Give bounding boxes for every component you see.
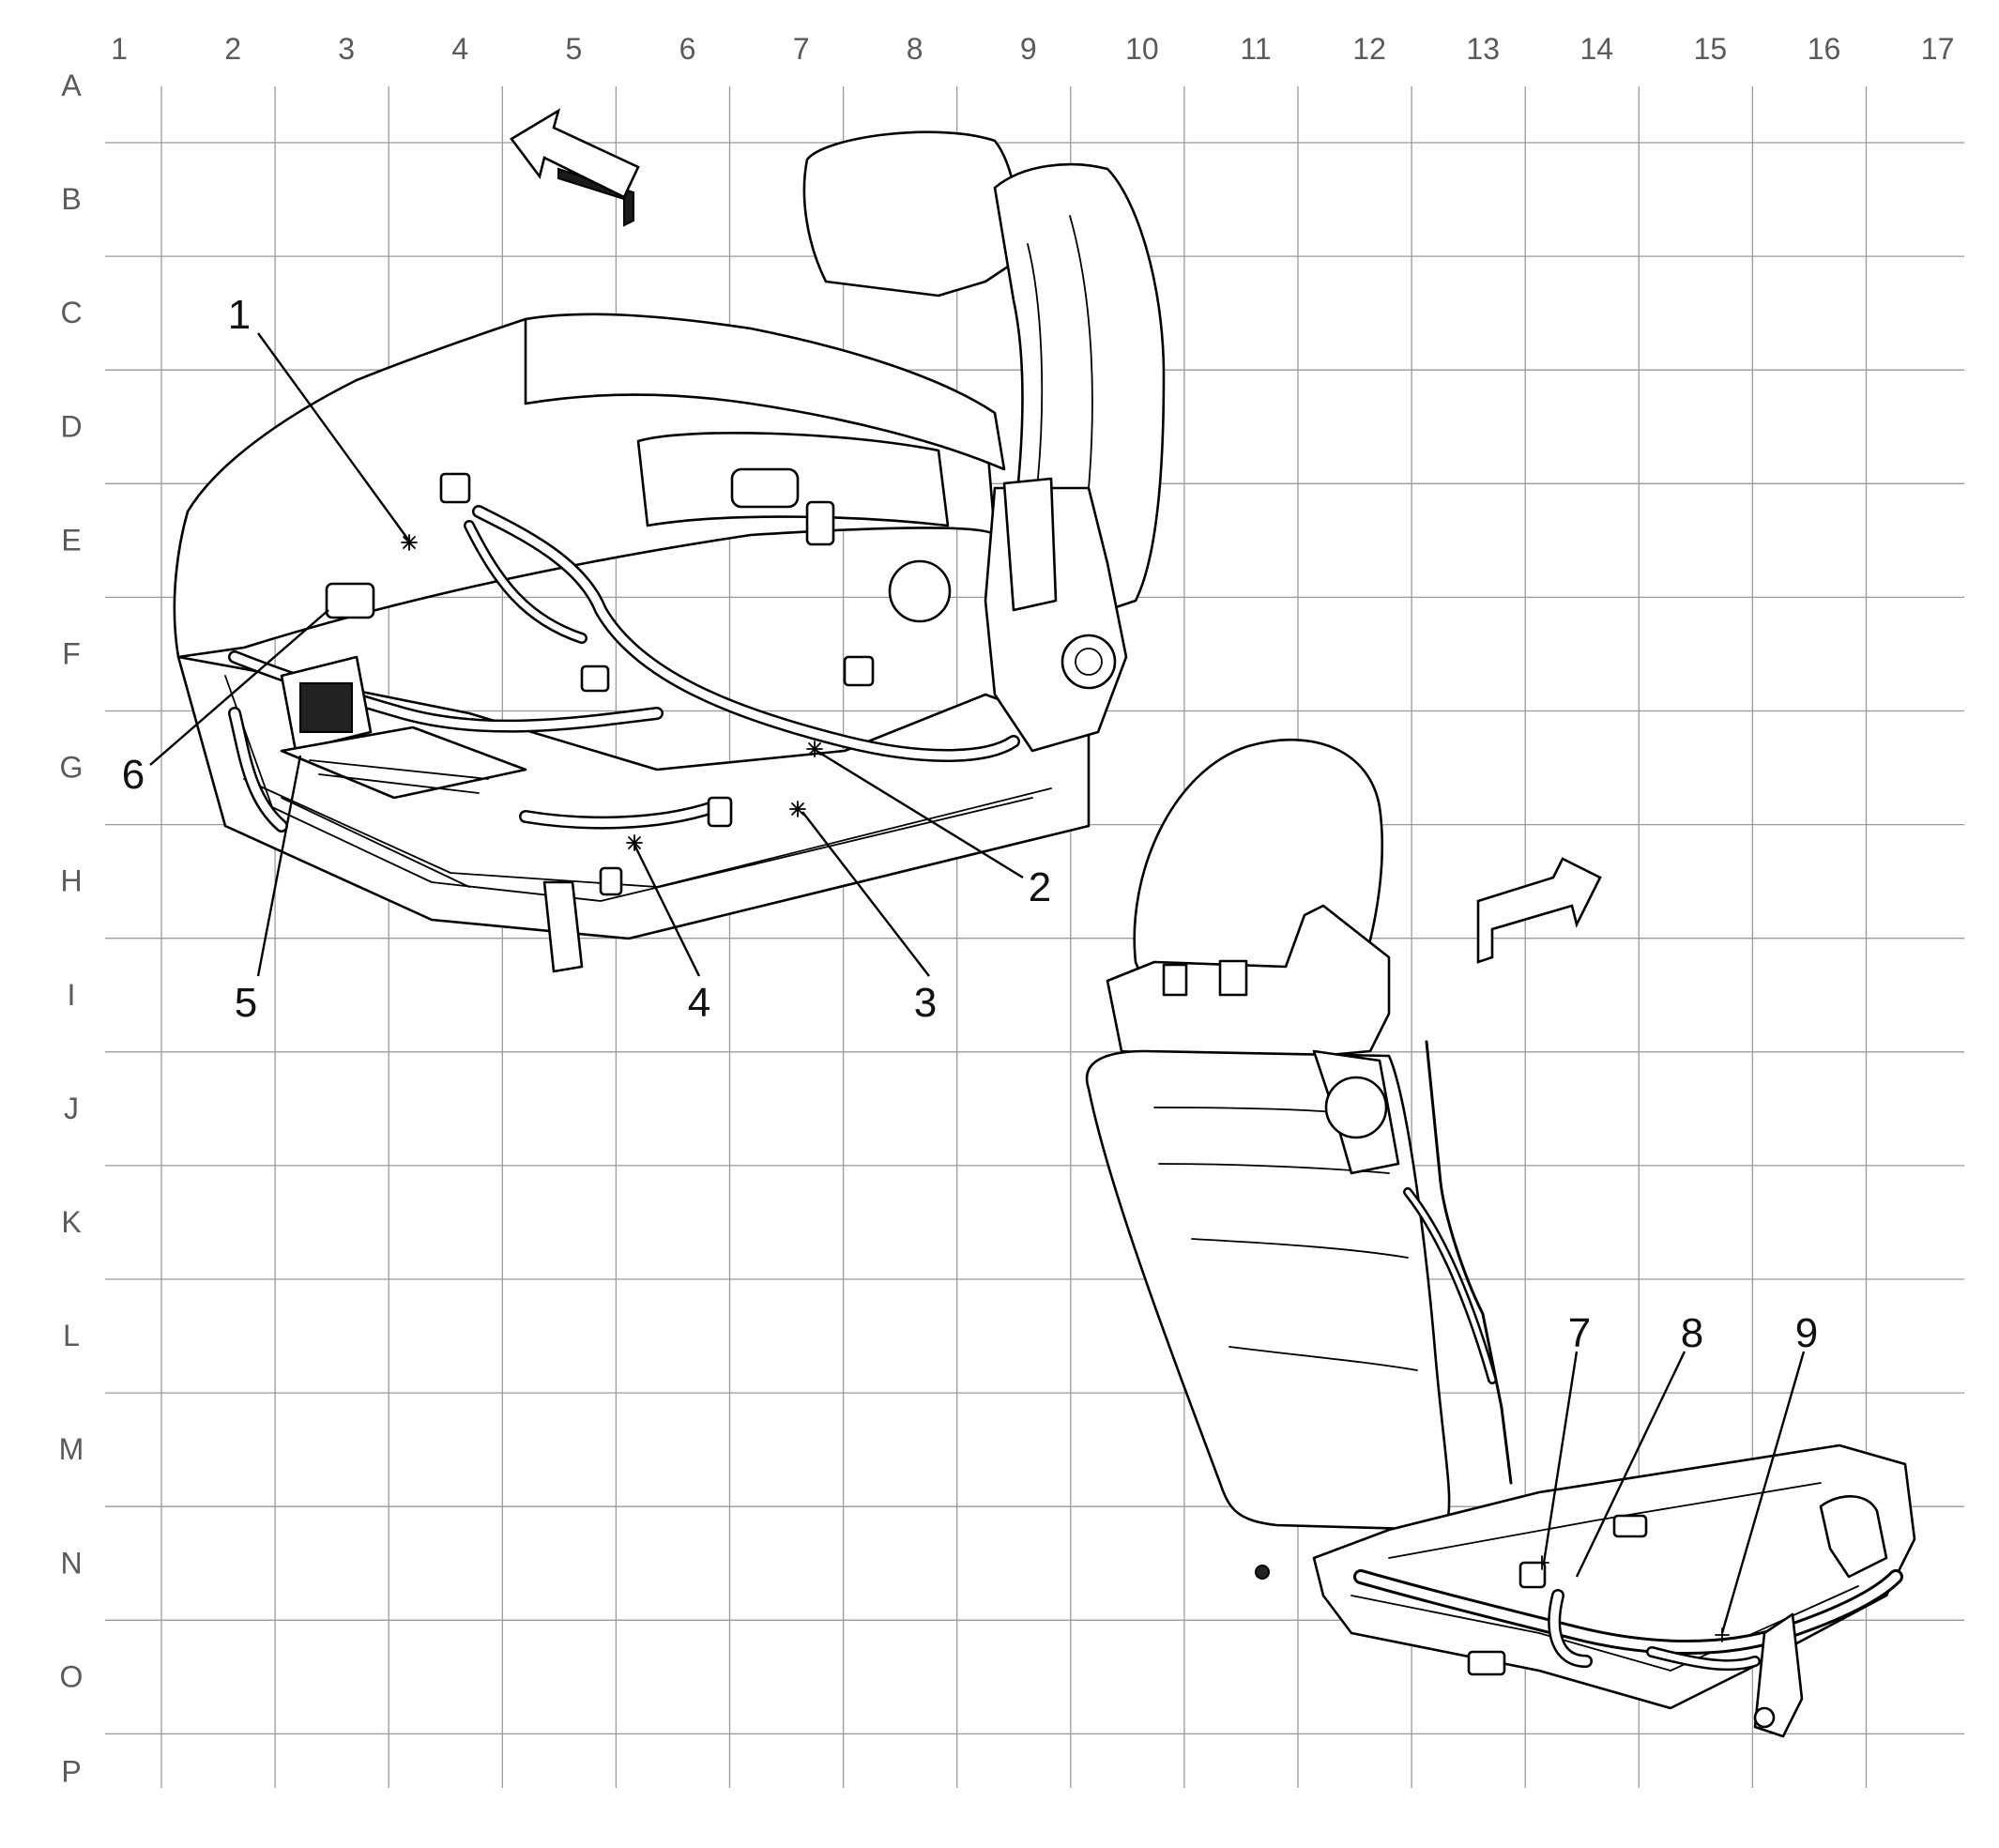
grid-column-label: 15 <box>1694 32 1728 66</box>
grid-column-label: 7 <box>793 32 810 66</box>
upper-seat-assembly <box>173 130 1166 973</box>
grid-row-label: B <box>61 182 81 216</box>
grid-row-label: E <box>61 523 81 557</box>
grid-row-label: L <box>63 1319 80 1352</box>
callout-8: 8 <box>1681 1310 1703 1356</box>
grid-column-label: 5 <box>566 32 583 66</box>
callout-3: 3 <box>914 980 937 1026</box>
grid-column-label: 9 <box>1020 32 1037 66</box>
callout-2: 2 <box>1029 864 1051 910</box>
leader-6 <box>149 609 329 766</box>
callout-6: 6 <box>122 752 145 798</box>
grid-row-label: K <box>61 1205 81 1239</box>
callout-1: 1 <box>228 292 251 338</box>
leader-2 <box>816 749 1024 879</box>
grid-row-label: N <box>60 1546 82 1580</box>
grid-column-label: 1 <box>111 32 128 66</box>
grid-row-label: M <box>59 1432 84 1466</box>
direction-arrow-icon <box>1476 857 1602 964</box>
grid-column-label: 13 <box>1466 32 1500 66</box>
grid-column-label: 17 <box>1921 32 1955 66</box>
callout-9: 9 <box>1795 1310 1818 1356</box>
grid-column-label: 8 <box>907 32 923 66</box>
lower-seat-assembly <box>1085 739 1916 1738</box>
grid-column-label: 11 <box>1240 32 1271 66</box>
fastener-marks <box>401 534 823 851</box>
leader-1 <box>257 332 409 541</box>
grid-row-label: O <box>60 1659 84 1693</box>
leader-7 <box>1542 1351 1579 1564</box>
grid-row-label: C <box>60 296 82 329</box>
grid-column-label: 2 <box>224 32 241 66</box>
leader-9 <box>1720 1351 1806 1634</box>
grid-column-label: 10 <box>1125 32 1159 66</box>
grid-row-label: G <box>60 751 84 785</box>
callout-5: 5 <box>235 980 257 1026</box>
grid-row-label: I <box>68 978 76 1012</box>
leader-5 <box>256 755 302 977</box>
leader-4 <box>633 844 701 977</box>
grid-row-label: A <box>61 69 82 102</box>
leader-3 <box>801 811 930 977</box>
grid-row-label: J <box>64 1092 79 1125</box>
grid-row-labels: A B C D E F G H I J K L M N O P <box>59 69 84 1789</box>
grid-row-label: P <box>61 1755 81 1789</box>
grid-column-label: 16 <box>1808 32 1841 66</box>
grid-row-label: D <box>60 409 82 443</box>
grid-column-label: 12 <box>1352 32 1386 66</box>
direction-arrow-icon <box>510 108 640 227</box>
grid-column-label: 3 <box>338 32 355 66</box>
grid-column-label: 14 <box>1580 32 1614 66</box>
callout-labels: 1 2 3 4 5 6 7 8 9 <box>122 292 1818 1356</box>
grid-column-label: 6 <box>679 32 696 66</box>
leader-8 <box>1575 1351 1686 1578</box>
grid-row-label: F <box>62 637 81 671</box>
grid-column-label: 4 <box>451 32 468 66</box>
callout-7: 7 <box>1568 1310 1591 1356</box>
grid-row-label: H <box>60 864 82 898</box>
leader-lines <box>149 332 1806 1634</box>
callout-4: 4 <box>688 980 710 1026</box>
